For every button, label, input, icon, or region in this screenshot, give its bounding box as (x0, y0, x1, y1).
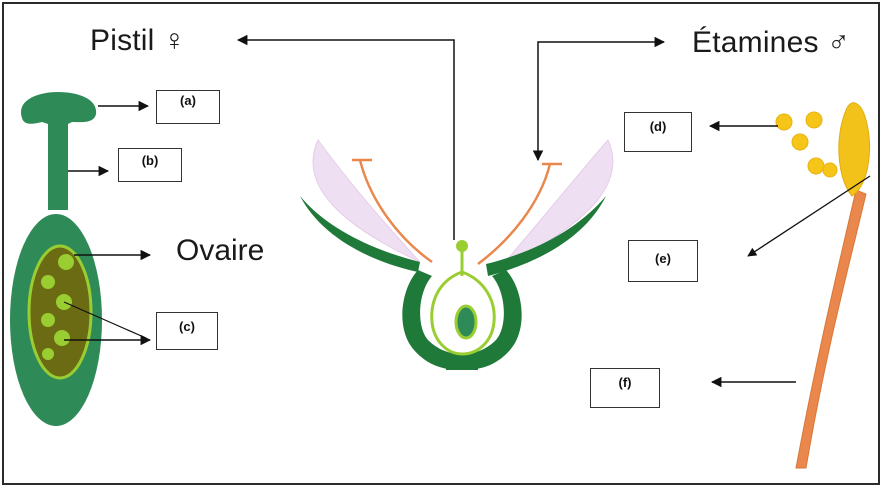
arrow-to-e (747, 175, 871, 257)
inner-stigma (456, 240, 468, 252)
ovule-shape (54, 330, 70, 346)
stamen-left (358, 159, 433, 264)
stamen-illustration (775, 102, 871, 469)
male-symbol-icon: ♂ (827, 26, 850, 59)
sepal-right (486, 196, 606, 276)
arrow-to-c (63, 301, 147, 339)
pollen-grain (775, 113, 793, 131)
label-b: (b) (141, 153, 159, 168)
female-symbol-icon: ♀ (163, 24, 186, 57)
pollen-grain (805, 111, 823, 129)
pollen-grain (822, 162, 838, 178)
ovule-shape (58, 254, 74, 270)
pistil-title: Pistil ♀ (90, 24, 186, 58)
receptacle-base (446, 360, 478, 370)
petal-left (312, 139, 421, 263)
label-c: (c) (179, 319, 195, 334)
ovule-shape (42, 348, 54, 360)
sepal-left (300, 196, 420, 272)
inner-ovule (454, 304, 478, 340)
label-box-d: (d) (624, 112, 692, 152)
label-a: (a) (180, 93, 196, 108)
ovule-shape (41, 313, 55, 327)
stigma-shape (20, 92, 97, 210)
label-e: (e) (655, 251, 671, 266)
label-box-f: (f) (590, 368, 660, 408)
etamines-title-text: Étamines (692, 26, 819, 59)
label-box-a: (a) (156, 90, 220, 124)
stamen-right (477, 163, 552, 265)
label-box-c: (c) (156, 312, 218, 350)
pollen-grain (807, 157, 825, 175)
pistil-title-text: Pistil (90, 24, 155, 57)
label-f: (f) (618, 375, 632, 390)
pistil-illustration (10, 92, 102, 426)
arrow-pistil-connector (236, 34, 455, 240)
anther-shape (838, 102, 871, 197)
label-box-b: (b) (118, 148, 182, 182)
filament-shape (795, 189, 867, 469)
ovule-shape (41, 275, 55, 289)
receptacle (402, 270, 522, 370)
arrow-etamines-connector (532, 36, 666, 162)
etamines-title: Étamines ♂ (692, 26, 850, 60)
label-d: (d) (649, 119, 667, 134)
label-box-e: (e) (628, 240, 698, 282)
pollen-grain (791, 133, 809, 151)
petal-right (499, 139, 614, 269)
flower-illustration (300, 139, 614, 370)
ovaire-label: Ovaire (176, 234, 265, 267)
